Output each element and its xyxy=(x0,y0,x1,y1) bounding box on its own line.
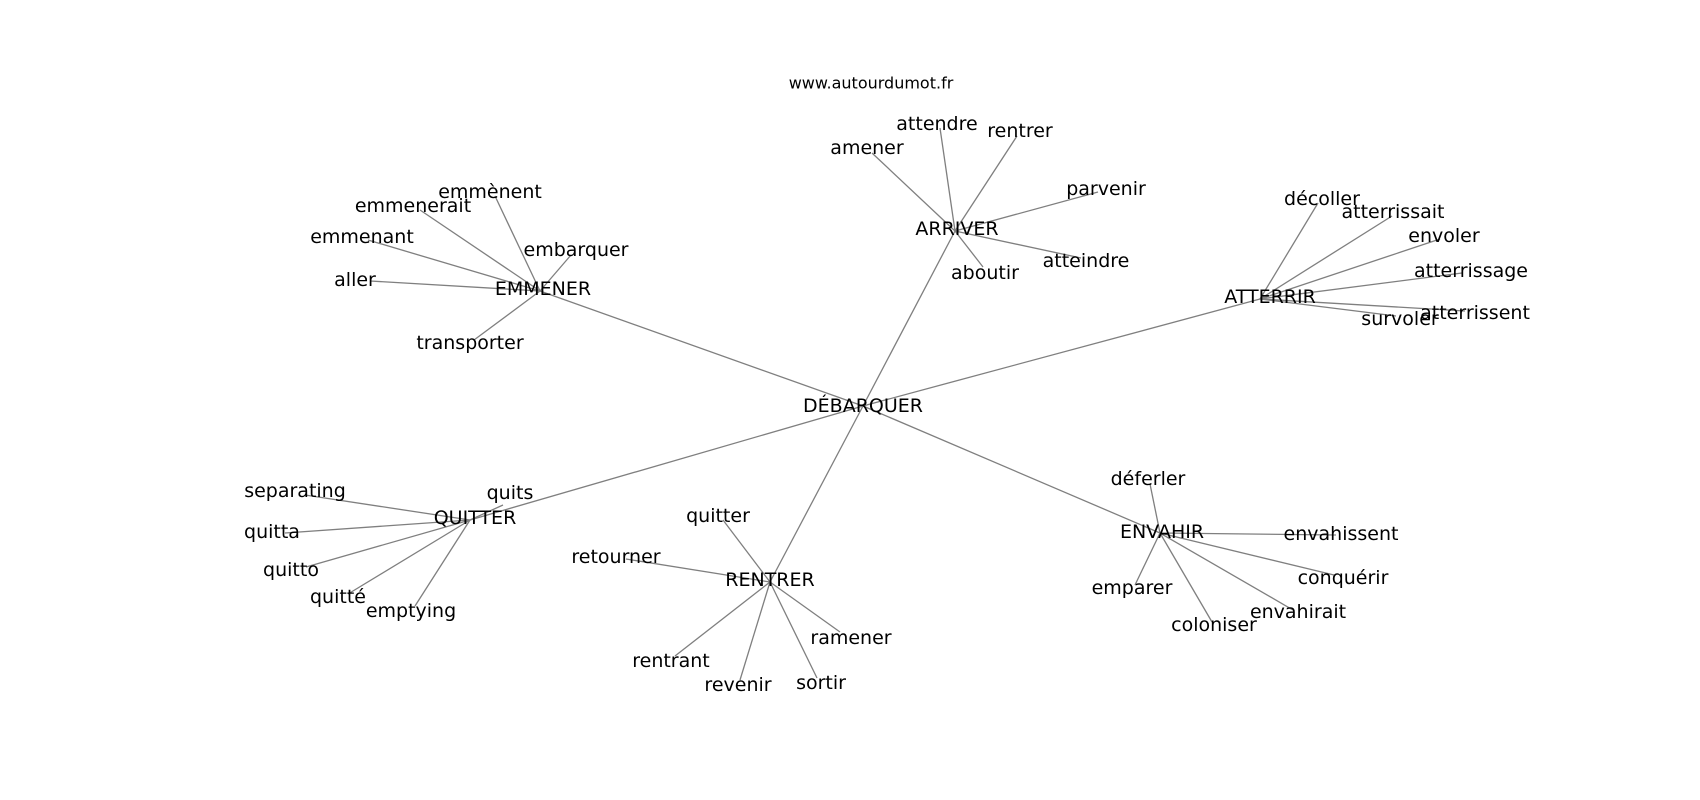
leaf-node[interactable]: aller xyxy=(334,269,376,291)
edge-arriver-amener xyxy=(871,152,956,232)
edge-emmener-embarquer xyxy=(539,254,572,292)
edge-envahir-envahirait xyxy=(1159,532,1294,611)
leaf-node[interactable]: emmenerait xyxy=(355,195,471,217)
edge-center-rentrer xyxy=(769,405,864,583)
edge-quitter-separating xyxy=(304,494,471,521)
hub-node[interactable]: ENVAHIR xyxy=(1120,521,1204,543)
hub-node[interactable]: ARRIVER xyxy=(915,218,998,240)
leaf-node[interactable]: atterrissent xyxy=(1420,302,1530,324)
hub-node[interactable]: RENTRER xyxy=(725,569,814,591)
leaf-node[interactable]: atterrissait xyxy=(1342,201,1445,223)
hub-node[interactable]: EMMENER xyxy=(495,278,591,300)
leaf-node[interactable]: quitto xyxy=(263,559,319,581)
leaf-node[interactable]: envahissent xyxy=(1284,523,1399,545)
leaf-node[interactable]: quitté xyxy=(310,586,366,608)
edge-emmener-aller xyxy=(369,280,541,292)
leaf-node[interactable]: embarquer xyxy=(524,239,629,261)
leaf-node[interactable]: emparer xyxy=(1092,577,1173,599)
leaf-node[interactable]: rentrer xyxy=(987,120,1053,142)
leaf-node[interactable]: quits xyxy=(487,482,534,504)
edge-atterrir-decoller xyxy=(1259,202,1319,300)
leaf-node[interactable]: quitta xyxy=(244,521,300,543)
leaf-node[interactable]: déferler xyxy=(1111,468,1186,490)
leaf-node[interactable]: sortir xyxy=(796,672,846,694)
site-url: www.autourdumot.fr xyxy=(789,74,954,93)
graph-edges xyxy=(284,127,1466,681)
hub-node[interactable]: QUITTER xyxy=(434,507,517,529)
edge-center-arriver xyxy=(862,230,956,407)
edge-center-emmener xyxy=(539,290,864,407)
leaf-node[interactable]: emmenant xyxy=(310,226,414,248)
edge-arriver-rentrer xyxy=(954,135,1018,232)
edge-rentrer-revenir xyxy=(739,581,771,681)
edge-emmener-transporter xyxy=(473,290,541,341)
edge-atterrir-survoler xyxy=(1259,298,1397,317)
edge-envahir-envahissent xyxy=(1159,532,1337,536)
leaf-node[interactable]: envoler xyxy=(1408,225,1480,247)
edge-arriver-parvenir xyxy=(954,191,1099,232)
edge-quitter-quits xyxy=(469,504,504,521)
leaf-node[interactable]: separating xyxy=(244,480,346,502)
edge-arriver-attendre xyxy=(939,127,956,232)
leaf-node[interactable]: quitter xyxy=(686,505,750,527)
edge-atterrir-atterrissait xyxy=(1259,215,1393,300)
edge-emmener-emmenerait xyxy=(419,209,541,292)
leaf-node[interactable]: conquérir xyxy=(1298,567,1389,589)
edge-arriver-aboutir xyxy=(954,230,984,268)
edge-center-quitter xyxy=(469,405,864,521)
leaf-node[interactable]: emptying xyxy=(366,600,456,622)
edge-rentrer-retourner xyxy=(625,558,771,583)
leaf-node[interactable]: revenir xyxy=(704,674,771,696)
edge-envahir-coloniser xyxy=(1159,532,1213,623)
edge-envahir-emparer xyxy=(1134,532,1161,586)
edge-center-atterrir xyxy=(862,298,1261,407)
edge-quitter-quitto xyxy=(305,519,471,568)
leaf-node[interactable]: coloniser xyxy=(1171,614,1257,636)
leaf-node[interactable]: parvenir xyxy=(1066,178,1146,200)
leaf-node[interactable]: envahirait xyxy=(1250,601,1346,623)
edge-atterrir-envoler xyxy=(1259,238,1441,300)
hub-node[interactable]: ATTERRIR xyxy=(1224,286,1316,308)
edge-envahir-deferler xyxy=(1149,483,1161,534)
leaf-node[interactable]: amener xyxy=(830,137,904,159)
edge-emmener-emmenent xyxy=(494,195,541,292)
edge-rentrer-rentrant xyxy=(674,581,771,657)
leaf-node[interactable]: atterrissage xyxy=(1414,260,1528,282)
edge-center-envahir xyxy=(862,405,1161,534)
edge-arriver-atteindre xyxy=(954,230,1082,259)
edge-quitter-emptying xyxy=(414,519,471,607)
leaf-node[interactable]: attendre xyxy=(896,113,977,135)
edge-atterrir-atterrissent xyxy=(1259,298,1466,312)
leaf-node[interactable]: aboutir xyxy=(951,262,1019,284)
edge-rentrer-quitter xyxy=(722,519,771,583)
leaf-node[interactable]: retourner xyxy=(571,546,660,568)
edge-envahir-conquerir xyxy=(1159,532,1335,576)
leaf-node[interactable]: survoler xyxy=(1361,308,1439,330)
edge-quitter-quitta xyxy=(284,519,471,534)
leaf-node[interactable]: ramener xyxy=(810,627,891,649)
leaf-node[interactable]: transporter xyxy=(416,332,523,354)
edge-rentrer-sortir xyxy=(769,581,818,679)
edge-quitter-quitte xyxy=(347,519,471,595)
leaf-node[interactable]: décoller xyxy=(1284,188,1360,210)
leaf-node[interactable]: rentrant xyxy=(632,650,710,672)
edge-rentrer-ramener xyxy=(769,581,841,633)
edge-atterrir-atterrissage xyxy=(1259,272,1463,300)
leaf-node[interactable]: emmènent xyxy=(438,181,542,203)
node-center[interactable]: DÉBARQUER xyxy=(803,394,923,417)
edge-emmener-emmenant xyxy=(367,239,541,292)
leaf-node[interactable]: atteindre xyxy=(1043,250,1130,272)
